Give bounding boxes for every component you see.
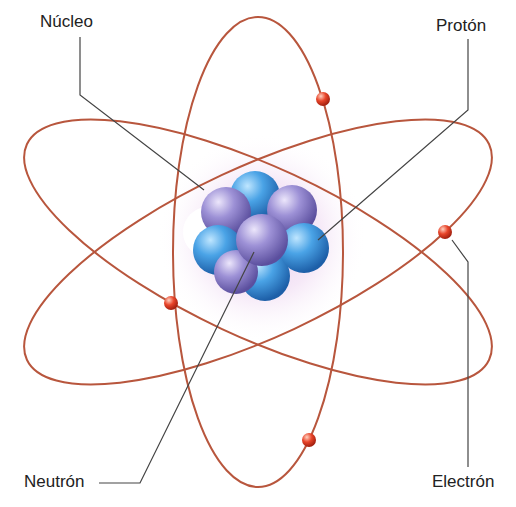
- part-label: Protón: [434, 16, 488, 36]
- nucleus: [188, 171, 329, 301]
- electron: [164, 296, 178, 310]
- electrons: [164, 92, 452, 447]
- leader-line: [80, 37, 204, 190]
- electron: [316, 92, 330, 106]
- leader-line: [99, 252, 254, 483]
- leader-lines: [80, 37, 468, 483]
- part-label: Electrón: [430, 472, 496, 492]
- electron: [302, 433, 316, 447]
- orbit: [173, 17, 343, 487]
- orbit: [0, 67, 516, 437]
- leader-line: [318, 39, 468, 240]
- leader-line: [452, 240, 468, 467]
- orbit: [0, 67, 516, 437]
- electron: [438, 225, 452, 239]
- neutron: [236, 214, 288, 266]
- part-label: Núcleo: [38, 12, 95, 32]
- orbits: [0, 17, 516, 487]
- part-label: Neutrón: [22, 472, 86, 492]
